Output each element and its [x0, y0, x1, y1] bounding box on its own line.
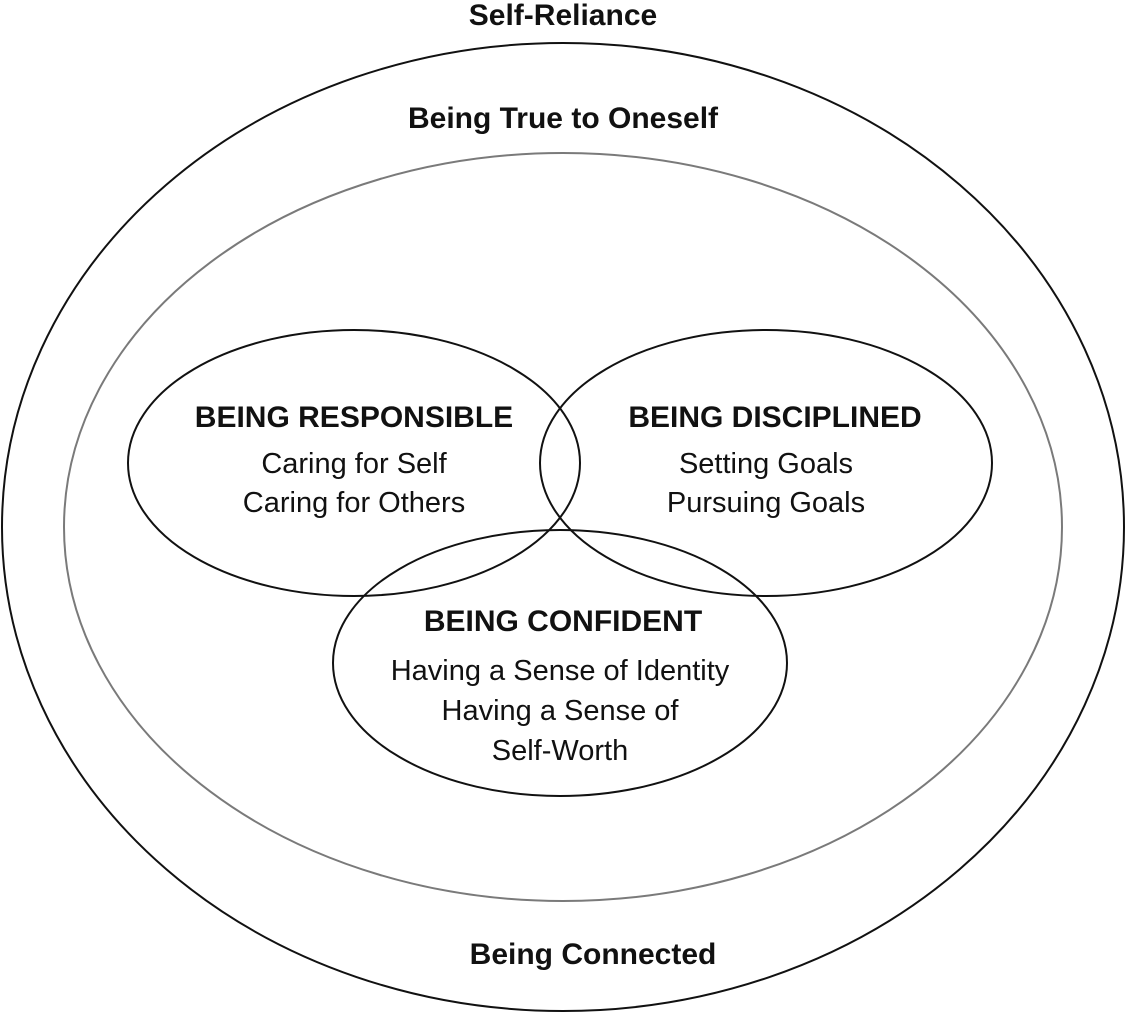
- confident-title: BEING CONFIDENT: [424, 605, 702, 638]
- disciplined-title: BEING DISCIPLINED: [628, 401, 921, 434]
- inner-ellipse: [63, 152, 1063, 902]
- inner-title: Being True to Oneself: [408, 102, 719, 135]
- circle-disciplined: [539, 329, 993, 597]
- disciplined-item: Setting Goals: [679, 448, 853, 480]
- disciplined-item: Pursuing Goals: [667, 487, 865, 519]
- confident-item: Self-Worth: [492, 735, 628, 767]
- circle-responsible: [127, 329, 581, 597]
- outer-title: Self-Reliance: [469, 0, 657, 32]
- outer-bottom-label: Being Connected: [470, 938, 717, 971]
- circle-confident: [332, 529, 788, 797]
- outer-ellipse: [1, 42, 1125, 1012]
- responsible-item: Caring for Others: [243, 487, 465, 519]
- confident-item: Having a Sense of Identity: [391, 655, 730, 687]
- responsible-title: BEING RESPONSIBLE: [195, 401, 513, 434]
- confident-item: Having a Sense of: [442, 695, 680, 727]
- responsible-item: Caring for Self: [261, 448, 447, 480]
